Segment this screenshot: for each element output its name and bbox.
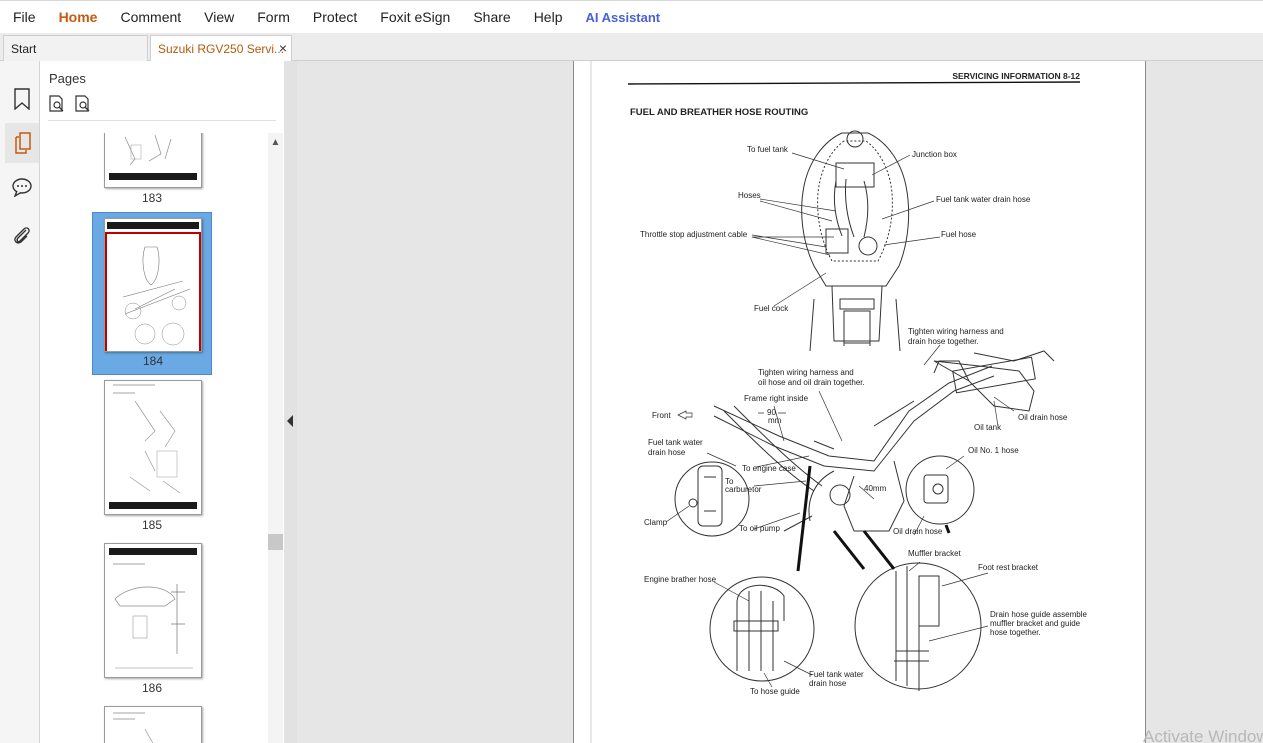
comment-icon[interactable]	[5, 167, 39, 207]
divider	[48, 120, 276, 121]
label-to-fuel-tank: To fuel tank	[747, 145, 789, 154]
label-clamp: Clamp	[644, 518, 668, 527]
tab-document[interactable]: Suzuki RGV250 Servi... ×	[150, 35, 292, 62]
label-dim-mm: mm	[768, 416, 782, 425]
thumbnail-186[interactable]: 186	[92, 540, 212, 700]
tab-start[interactable]: Start	[3, 35, 148, 61]
document-view: SERVICING INFORMATION 8-12 FUEL AND BREA…	[297, 61, 1263, 743]
label-to-engine-case: To engine case	[742, 464, 796, 473]
thumbnail-label: 183	[141, 191, 163, 205]
page-thumbnail-image	[104, 543, 202, 678]
thumbnail-label: 186	[141, 681, 163, 695]
label-fuel-tank-water-c: Fuel tank water	[809, 670, 864, 679]
menu-form[interactable]: Form	[257, 9, 290, 25]
page-zoom-out-icon[interactable]	[74, 95, 92, 118]
menu-home[interactable]: Home	[58, 9, 98, 25]
label-fuel-tank-water-a: Fuel tank water	[648, 438, 703, 447]
menu-foxit-esign[interactable]: Foxit eSign	[380, 9, 451, 25]
label-muffler-bracket: Muffler bracket	[908, 549, 962, 558]
label-tighten-2a: Tighten wiring harness and	[758, 368, 854, 377]
label-fuel-tank-water-d: drain hose	[809, 679, 847, 688]
menu-ai-assistant[interactable]: AI Assistant	[585, 9, 661, 25]
pages-panel-title: Pages	[49, 71, 86, 86]
label-hoses: Hoses	[738, 191, 761, 200]
menu-share[interactable]: Share	[473, 9, 511, 25]
scrollbar-handle[interactable]	[268, 534, 283, 550]
label-engine-brather-hose: Engine brather hose	[644, 575, 717, 584]
thumbnail-scrollbar[interactable]: ▲	[268, 133, 283, 743]
label-tighten-2b: oil hose and oil drain together.	[758, 378, 865, 387]
close-icon[interactable]: ×	[278, 40, 287, 56]
menu-comment[interactable]: Comment	[120, 9, 182, 25]
label-frame-right-inside: Frame right inside	[744, 394, 809, 403]
label-front: Front	[652, 411, 671, 420]
label-fuel-tank-water-drain-hose: Fuel tank water drain hose	[936, 195, 1031, 204]
page-thumbnail-image	[104, 133, 202, 188]
label-drain-guide-b: muffler bracket and guide	[990, 619, 1081, 628]
menu-view[interactable]: View	[204, 9, 235, 25]
page-diagram: SERVICING INFORMATION 8-12 FUEL AND BREA…	[590, 61, 1087, 743]
label-junction-box: Junction box	[912, 150, 957, 159]
section-title: FUEL AND BREATHER HOSE ROUTING	[630, 107, 808, 118]
label-drain-guide-c: hose together.	[990, 628, 1041, 637]
page-thumbnail-image	[104, 706, 202, 743]
tab-bar: Start Suzuki RGV250 Servi... ×	[0, 33, 1263, 62]
page-thumbnail-image	[104, 380, 202, 515]
label-dim-40: 40mm	[864, 484, 887, 493]
tab-start-label: Start	[11, 41, 37, 56]
scroll-up-icon[interactable]: ▲	[270, 137, 281, 148]
pages-panel: Pages 183	[40, 61, 284, 743]
pages-icon[interactable]	[5, 123, 39, 163]
panel-collapse-strip[interactable]	[284, 61, 297, 743]
label-fuel-tank-water-b: drain hose	[648, 448, 686, 457]
page-zoom-in-icon[interactable]	[48, 95, 66, 118]
thumbnail-label: 185	[141, 518, 163, 532]
tab-document-label: Suzuki RGV250 Servi...	[158, 42, 285, 56]
collapse-arrow-icon[interactable]	[287, 415, 293, 427]
thumbnail-185[interactable]: 185	[92, 377, 212, 537]
bookmark-icon[interactable]	[5, 79, 39, 119]
label-to-a: To	[725, 477, 734, 486]
label-foot-rest-bracket: Foot rest bracket	[978, 563, 1039, 572]
page-header: SERVICING INFORMATION 8-12	[952, 71, 1080, 81]
attachment-icon[interactable]	[5, 215, 39, 255]
label-oil-no1-hose: Oil No. 1 hose	[968, 446, 1019, 455]
document-page: SERVICING INFORMATION 8-12 FUEL AND BREA…	[573, 61, 1146, 743]
label-tighten-1a: Tighten wiring harness and	[908, 327, 1004, 336]
label-fuel-hose: Fuel hose	[941, 230, 977, 239]
thumbnail-label: 184	[142, 354, 164, 368]
label-throttle-stop: Throttle stop adjustment cable	[640, 230, 748, 239]
thumbnail-183[interactable]: 183	[92, 133, 212, 205]
label-dim-90: 90	[767, 408, 776, 417]
label-fuel-cock: Fuel cock	[754, 304, 789, 313]
menu-bar: File Home Comment View Form Protect Foxi…	[0, 0, 1263, 33]
label-to-hose-guide: To hose guide	[750, 687, 800, 696]
sidebar-rail	[0, 61, 40, 743]
thumbnail-list: 183 184	[40, 133, 268, 743]
label-tighten-1b: drain hose together.	[908, 337, 979, 346]
menu-protect[interactable]: Protect	[312, 9, 358, 25]
thumbnail-next[interactable]	[92, 703, 212, 743]
page-thumbnail-image	[104, 218, 202, 352]
label-oil-tank: Oil tank	[974, 423, 1002, 432]
label-to-oil-pump: To oil pump	[739, 524, 780, 533]
label-to-b: carburetor	[725, 485, 762, 494]
label-drain-guide-a: Drain hose guide assemble	[990, 610, 1087, 619]
label-oil-drain-hose-bottom: Oil drain hose	[893, 527, 943, 536]
menu-file[interactable]: File	[13, 9, 36, 25]
pages-toolbar	[48, 95, 92, 118]
label-oil-drain-hose-top: Oil drain hose	[1018, 413, 1068, 422]
activation-watermark: Activate Windows	[1143, 727, 1263, 743]
menu-help[interactable]: Help	[533, 9, 563, 25]
thumbnail-184[interactable]: 184	[92, 212, 212, 375]
